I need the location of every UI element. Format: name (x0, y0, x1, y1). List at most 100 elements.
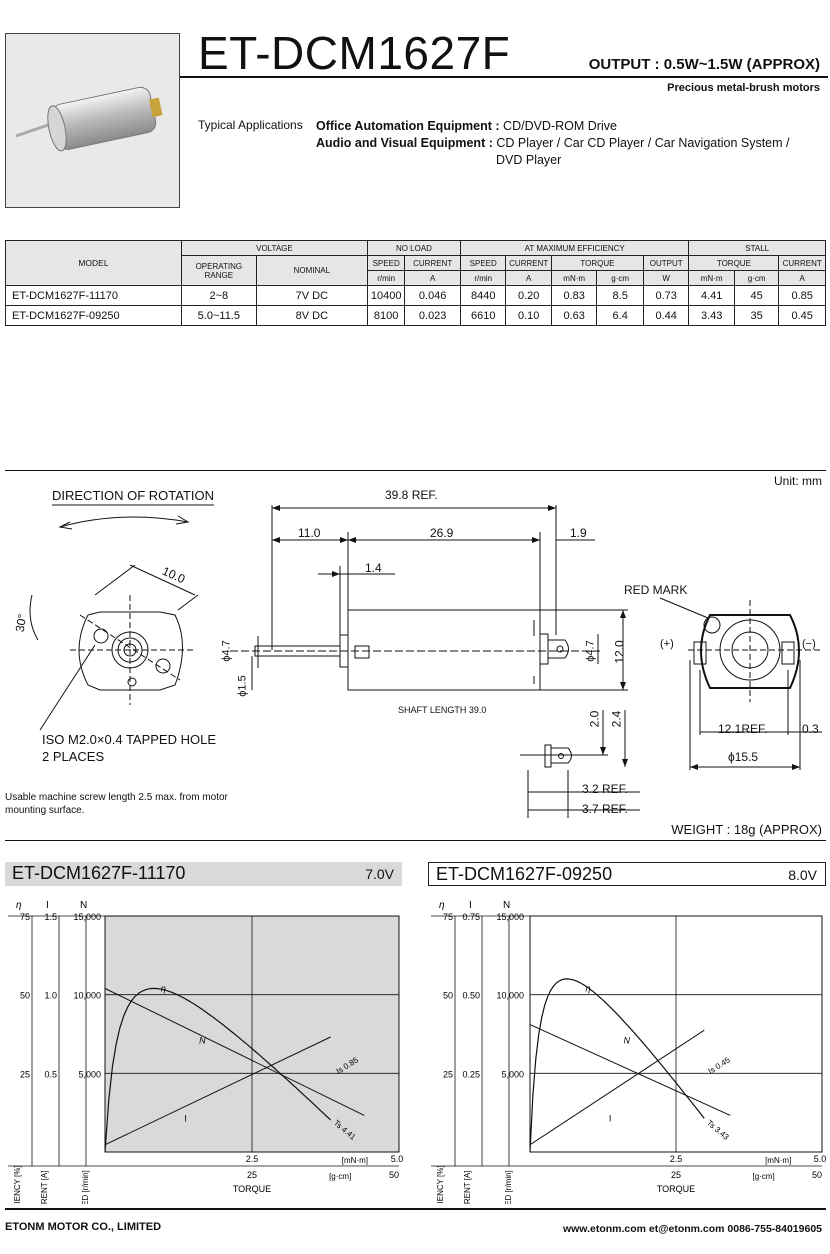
speed-tick-label: 10,000 (496, 991, 524, 1001)
company-name: ETONM MOTOR CO., LIMITED (5, 1221, 162, 1233)
x-tick-label: 2.5 (246, 1154, 259, 1164)
x-tick-label: 50 (389, 1170, 399, 1180)
th-oprange: OPERATING RANGE (180, 255, 257, 286)
shaft-length: SHAFT LENGTH 39.0 (398, 705, 487, 715)
chart-header-11170: ET-DCM1627F-11170 7.0V (5, 862, 402, 886)
axis-eta-symbol: η (16, 900, 22, 911)
eta-tick-label: 50 (443, 991, 453, 1001)
table-cell: 7V DC (255, 285, 368, 306)
applications-label: Typical Applications (198, 118, 303, 132)
eta-tick-label: 75 (443, 912, 453, 922)
eta-tick-label: 50 (20, 991, 30, 1001)
th-unit: A (778, 270, 826, 286)
th-me-current: CURRENT (505, 255, 552, 271)
dim-19: 1.9 (570, 526, 587, 540)
table-cell: 8440 (459, 285, 507, 306)
th-unit: g·cm (596, 270, 644, 286)
spec-table: MODEL VOLTAGE NO LOAD AT MAXIMUM EFFICIE… (5, 240, 826, 326)
x-tick-label: 25 (247, 1170, 257, 1180)
x-unit-label: [mN·m] (342, 1156, 368, 1165)
axis-i-symbol: I (46, 900, 49, 911)
screw-note: Usable machine screw length 2.5 max. fro… (5, 792, 228, 816)
table-cell: 0.20 (505, 285, 552, 306)
x-tick-label: 25 (671, 1170, 681, 1180)
section-rule (5, 840, 826, 841)
chart-model-name: ET-DCM1627F-11170 (12, 863, 186, 883)
applications-text: Office Automation Equipment : CD/DVD-ROM… (316, 118, 790, 169)
dim-total: 39.8 REF. (385, 488, 438, 502)
speed-tick-label: 15,000 (73, 912, 101, 922)
app-av-cont: DVD Player (496, 153, 562, 167)
current-axis-title: CURRENT [A] (40, 1171, 49, 1204)
eta-tick-label: 75 (20, 912, 30, 922)
eta-tick-label: 25 (20, 1069, 30, 1079)
eta-tick-label: 25 (443, 1069, 453, 1079)
app-office-value: CD/DVD-ROM Drive (499, 119, 617, 133)
table-cell: ET-DCM1627F-11170 (5, 285, 182, 306)
efficiency-axis-title: EFFICIENCY [%] (13, 1165, 22, 1204)
th-unit: r/min (366, 270, 406, 286)
x-unit-label: [g·cm] (329, 1172, 351, 1181)
dim-15: ϕ1.5 (236, 675, 249, 697)
table-cell: 0.046 (404, 285, 461, 306)
efficiency-axis-title: EFFICIENCY [%] (436, 1165, 445, 1204)
app-office-label: Office Automation Equipment : (316, 119, 500, 133)
stall-current-label: Is 0.45 (707, 1055, 733, 1076)
product-subtitle: Precious metal-brush motors (667, 82, 820, 94)
table-cell: 0.44 (642, 305, 690, 326)
axis-n-symbol: N (80, 900, 87, 911)
x-unit-label: [g·cm] (752, 1172, 774, 1181)
table-cell: 35 (733, 305, 780, 326)
x-tick-label: 5.0 (814, 1154, 827, 1164)
th-me-speed: SPEED (459, 255, 507, 271)
table-cell: 45 (733, 285, 780, 306)
table-cell: 3.43 (688, 305, 735, 326)
th-unit: A (505, 270, 552, 286)
th-st-torque: TORQUE (688, 255, 780, 271)
current-tick-label: 0.75 (462, 912, 480, 922)
contact-info: www.etonm.com et@etonm.com 0086-755-8401… (562, 1223, 822, 1235)
output-rating: OUTPUT : 0.5W~1.5W (APPROX) (588, 56, 820, 73)
x-unit-label: [mN·m] (765, 1156, 791, 1165)
current-tick-label: 0.25 (462, 1069, 480, 1079)
dimension-drawing (29, 504, 822, 818)
current-tick-label: 1.0 (44, 991, 57, 1001)
table-cell: 8.5 (596, 285, 644, 306)
title-rule (180, 76, 828, 78)
dim-121: 12.1REF. (718, 722, 768, 736)
th-nominal: NOMINAL (255, 255, 368, 286)
tapped-hole-label: ISO M2.0×0.4 TAPPED HOLE (42, 732, 217, 747)
table-cell: 0.85 (778, 285, 826, 306)
current-curve (529, 1029, 705, 1146)
unit-label: Unit: mm (774, 474, 822, 488)
current-curve-label: I (184, 1113, 187, 1123)
table-cell: 0.83 (550, 285, 598, 306)
section-rule (5, 470, 826, 471)
x-axis-title: TORQUE (233, 1184, 271, 1194)
dim-24: 2.4 (609, 710, 624, 728)
dim-14: 1.4 (365, 561, 382, 575)
chart-model-name: ET-DCM1627F-09250 (436, 864, 613, 884)
th-unit: mN·m (550, 270, 598, 286)
th-unit: r/min (459, 270, 507, 286)
table-cell: 5.0~11.5 (180, 305, 257, 326)
th-unit: g·cm (733, 270, 780, 286)
current-axis-title: CURRENT [A] (463, 1171, 472, 1204)
th-noload: NO LOAD (366, 240, 461, 256)
table-cell: 0.45 (778, 305, 826, 326)
th-unit: W (642, 270, 690, 286)
th-st-current: CURRENT (778, 255, 826, 271)
efficiency-curve-label: η (585, 984, 590, 994)
stall-torque-label: Ts 3.43 (705, 1118, 731, 1142)
dim-269: 26.9 (430, 526, 454, 540)
table-cell: 10400 (366, 285, 406, 306)
th-stall: STALL (688, 240, 826, 256)
weight-label: WEIGHT : 18g (APPROX) (671, 822, 822, 837)
speed-tick-label: 5,000 (501, 1069, 524, 1079)
axis-i-symbol: I (469, 900, 472, 911)
speed-curve-label: N (199, 1035, 206, 1045)
table-cell: 4.41 (688, 285, 735, 306)
current-tick-label: 0.50 (462, 991, 480, 1001)
